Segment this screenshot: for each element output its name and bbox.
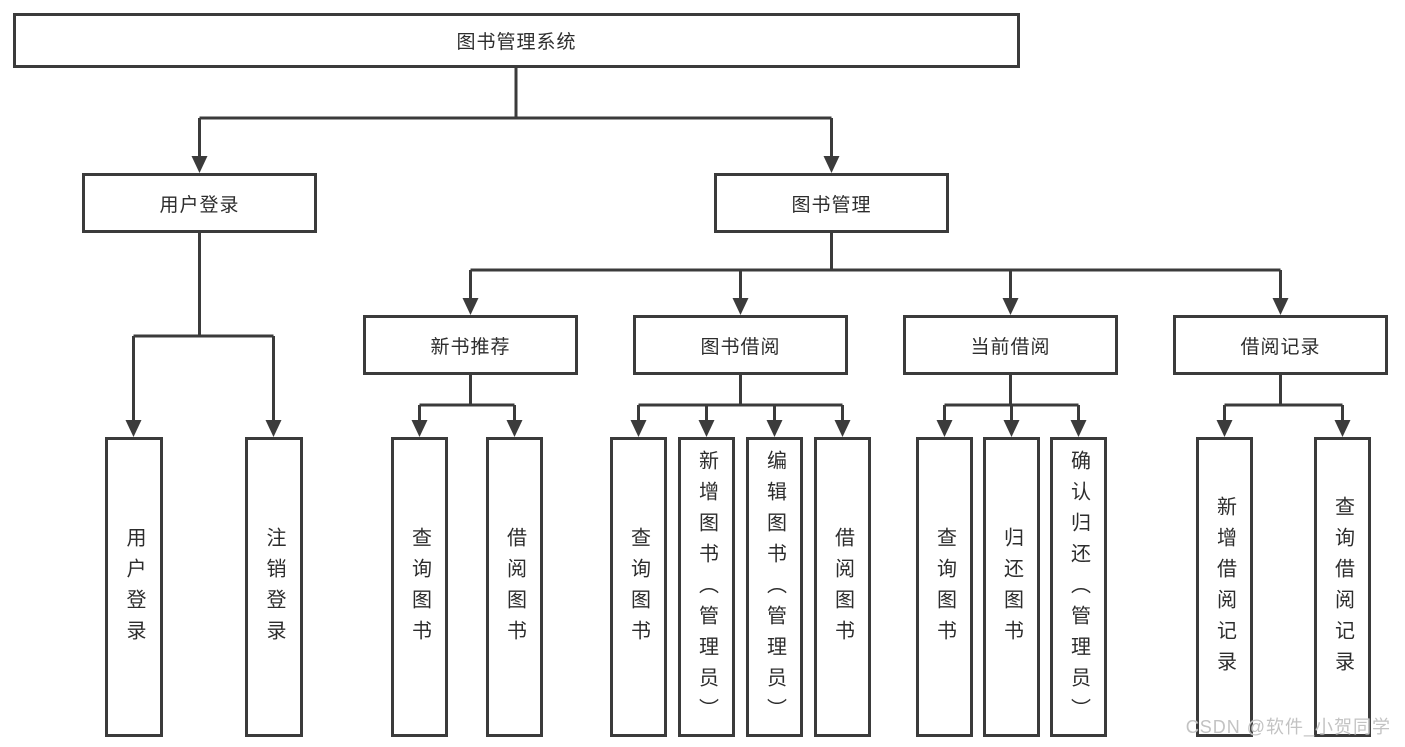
arrowhead-icons (125, 156, 1351, 437)
leaf-user-login-action: 用户登录 (105, 437, 163, 737)
node-book-borrow: 图书借阅 (633, 315, 848, 375)
leaf-query-book-current: 查询图书 (916, 437, 973, 737)
leaf-edit-book-admin: 编辑图书（管理员） (746, 437, 803, 737)
leaf-borrow-book-recommend: 借阅图书 (486, 437, 543, 737)
csdn-watermark: CSDN @软件_小贺同学 (1185, 717, 1391, 737)
leaf-query-book-recommend: 查询图书 (391, 437, 448, 737)
node-book-management: 图书管理 (714, 173, 949, 233)
node-user-login: 用户登录 (82, 173, 317, 233)
leaf-add-book-admin: 新增图书（管理员） (678, 437, 735, 737)
leaf-query-borrow-record: 查询借阅记录 (1314, 437, 1371, 737)
leaf-return-book: 归还图书 (983, 437, 1040, 737)
node-library-management-system: 图书管理系统 (13, 13, 1020, 68)
node-current-borrow: 当前借阅 (903, 315, 1118, 375)
leaf-logout: 注销登录 (245, 437, 303, 737)
node-new-book-recommend: 新书推荐 (363, 315, 578, 375)
leaf-confirm-return-admin: 确认归还（管理员） (1050, 437, 1107, 737)
leaf-query-book-borrow: 查询图书 (610, 437, 667, 737)
node-borrow-record: 借阅记录 (1173, 315, 1388, 375)
leaf-add-borrow-record: 新增借阅记录 (1196, 437, 1253, 737)
leaf-borrow-book: 借阅图书 (814, 437, 871, 737)
